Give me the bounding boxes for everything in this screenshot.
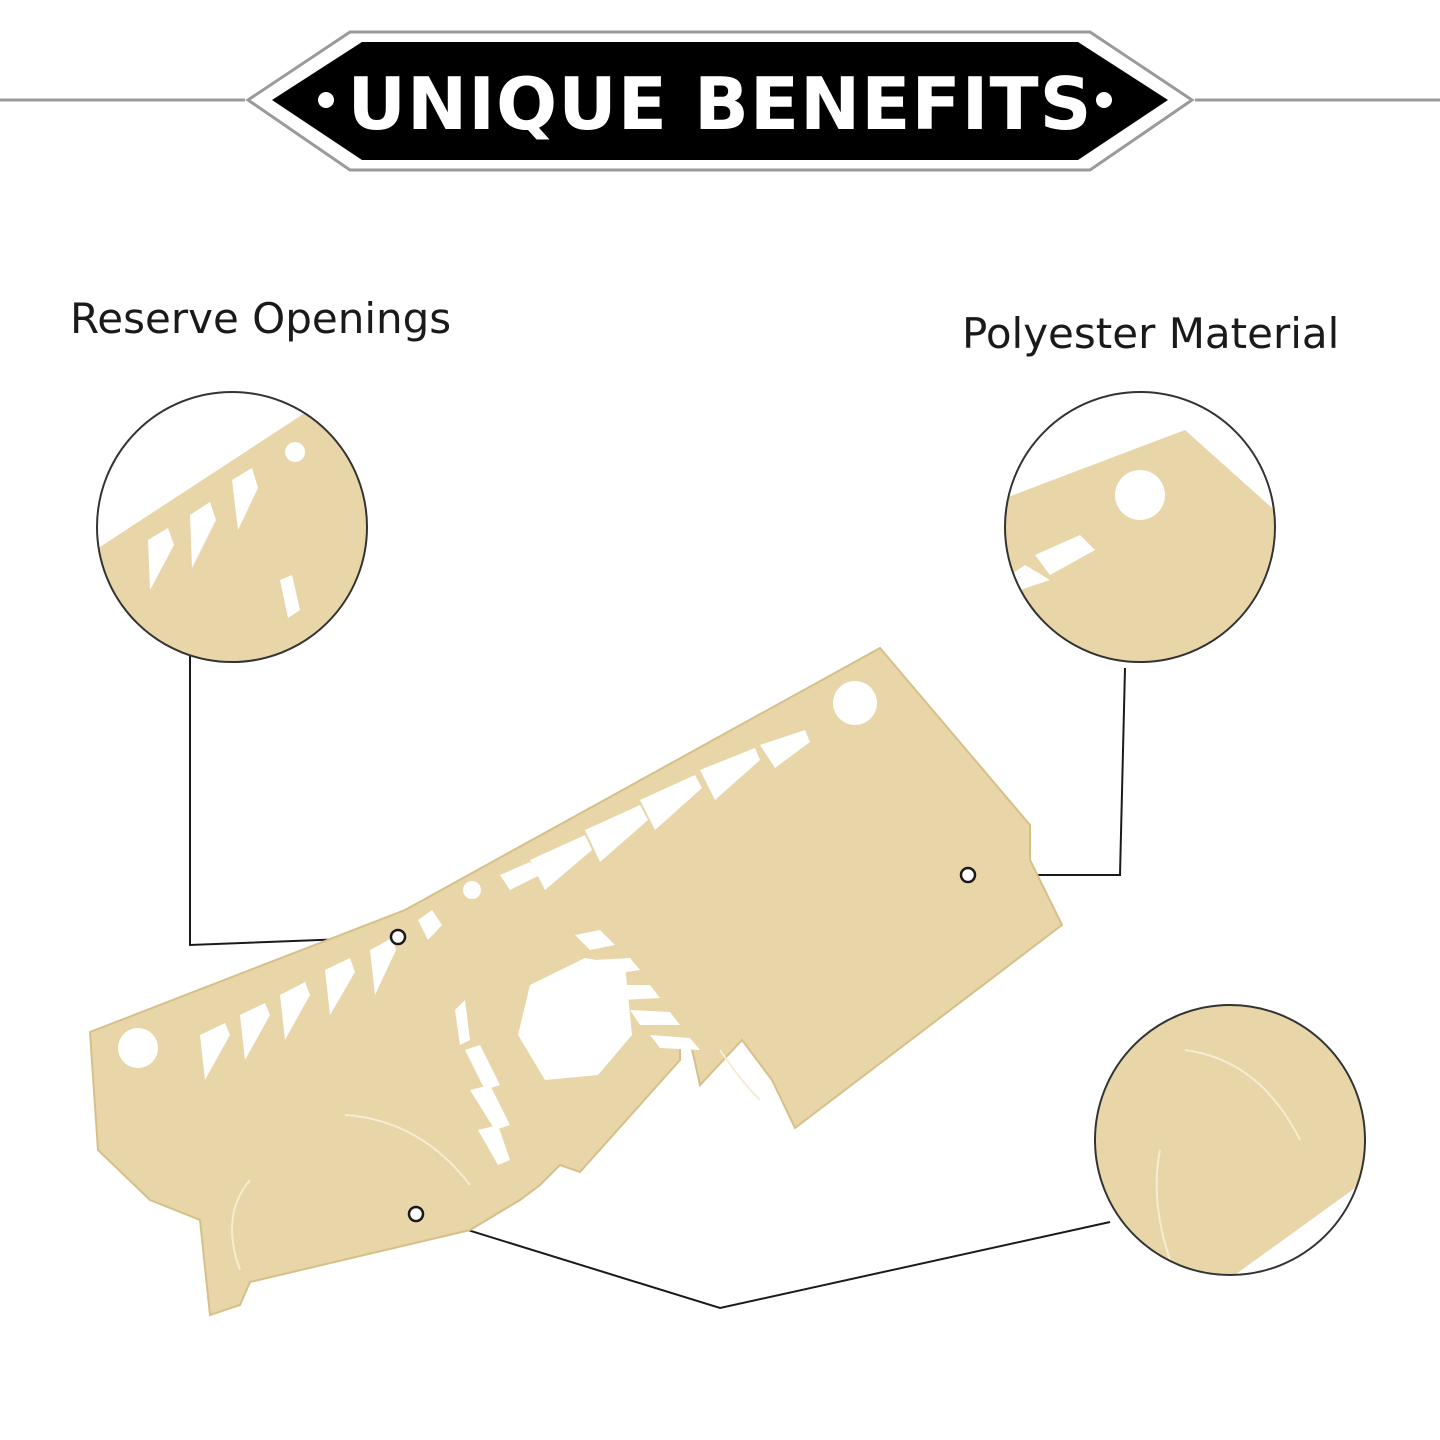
banner-dot-right [1096, 92, 1112, 108]
reserve-leader-line [189, 650, 399, 947]
banner-title: UNIQUE BENEFITS [347, 62, 1093, 146]
banner-shape [0, 30, 1440, 172]
stitch-leader-line [415, 1213, 1111, 1310]
polyester-material-label: Polyester Material [962, 309, 1340, 358]
zoom-circle-polyester-material [1004, 391, 1276, 663]
zoom-circle-stitching [1094, 1004, 1366, 1276]
dashboard-mat [88, 646, 1064, 1317]
reserve-point [389, 928, 407, 946]
zoom-circle-reserve-openings [96, 391, 368, 663]
stitch-point [407, 1205, 425, 1223]
header-banner: UNIQUE BENEFITS [0, 20, 1440, 185]
reserve-openings-label: Reserve Openings [70, 294, 452, 343]
banner-dot-left [318, 92, 334, 108]
polyester-point [959, 866, 977, 884]
callout-points [389, 866, 977, 1223]
